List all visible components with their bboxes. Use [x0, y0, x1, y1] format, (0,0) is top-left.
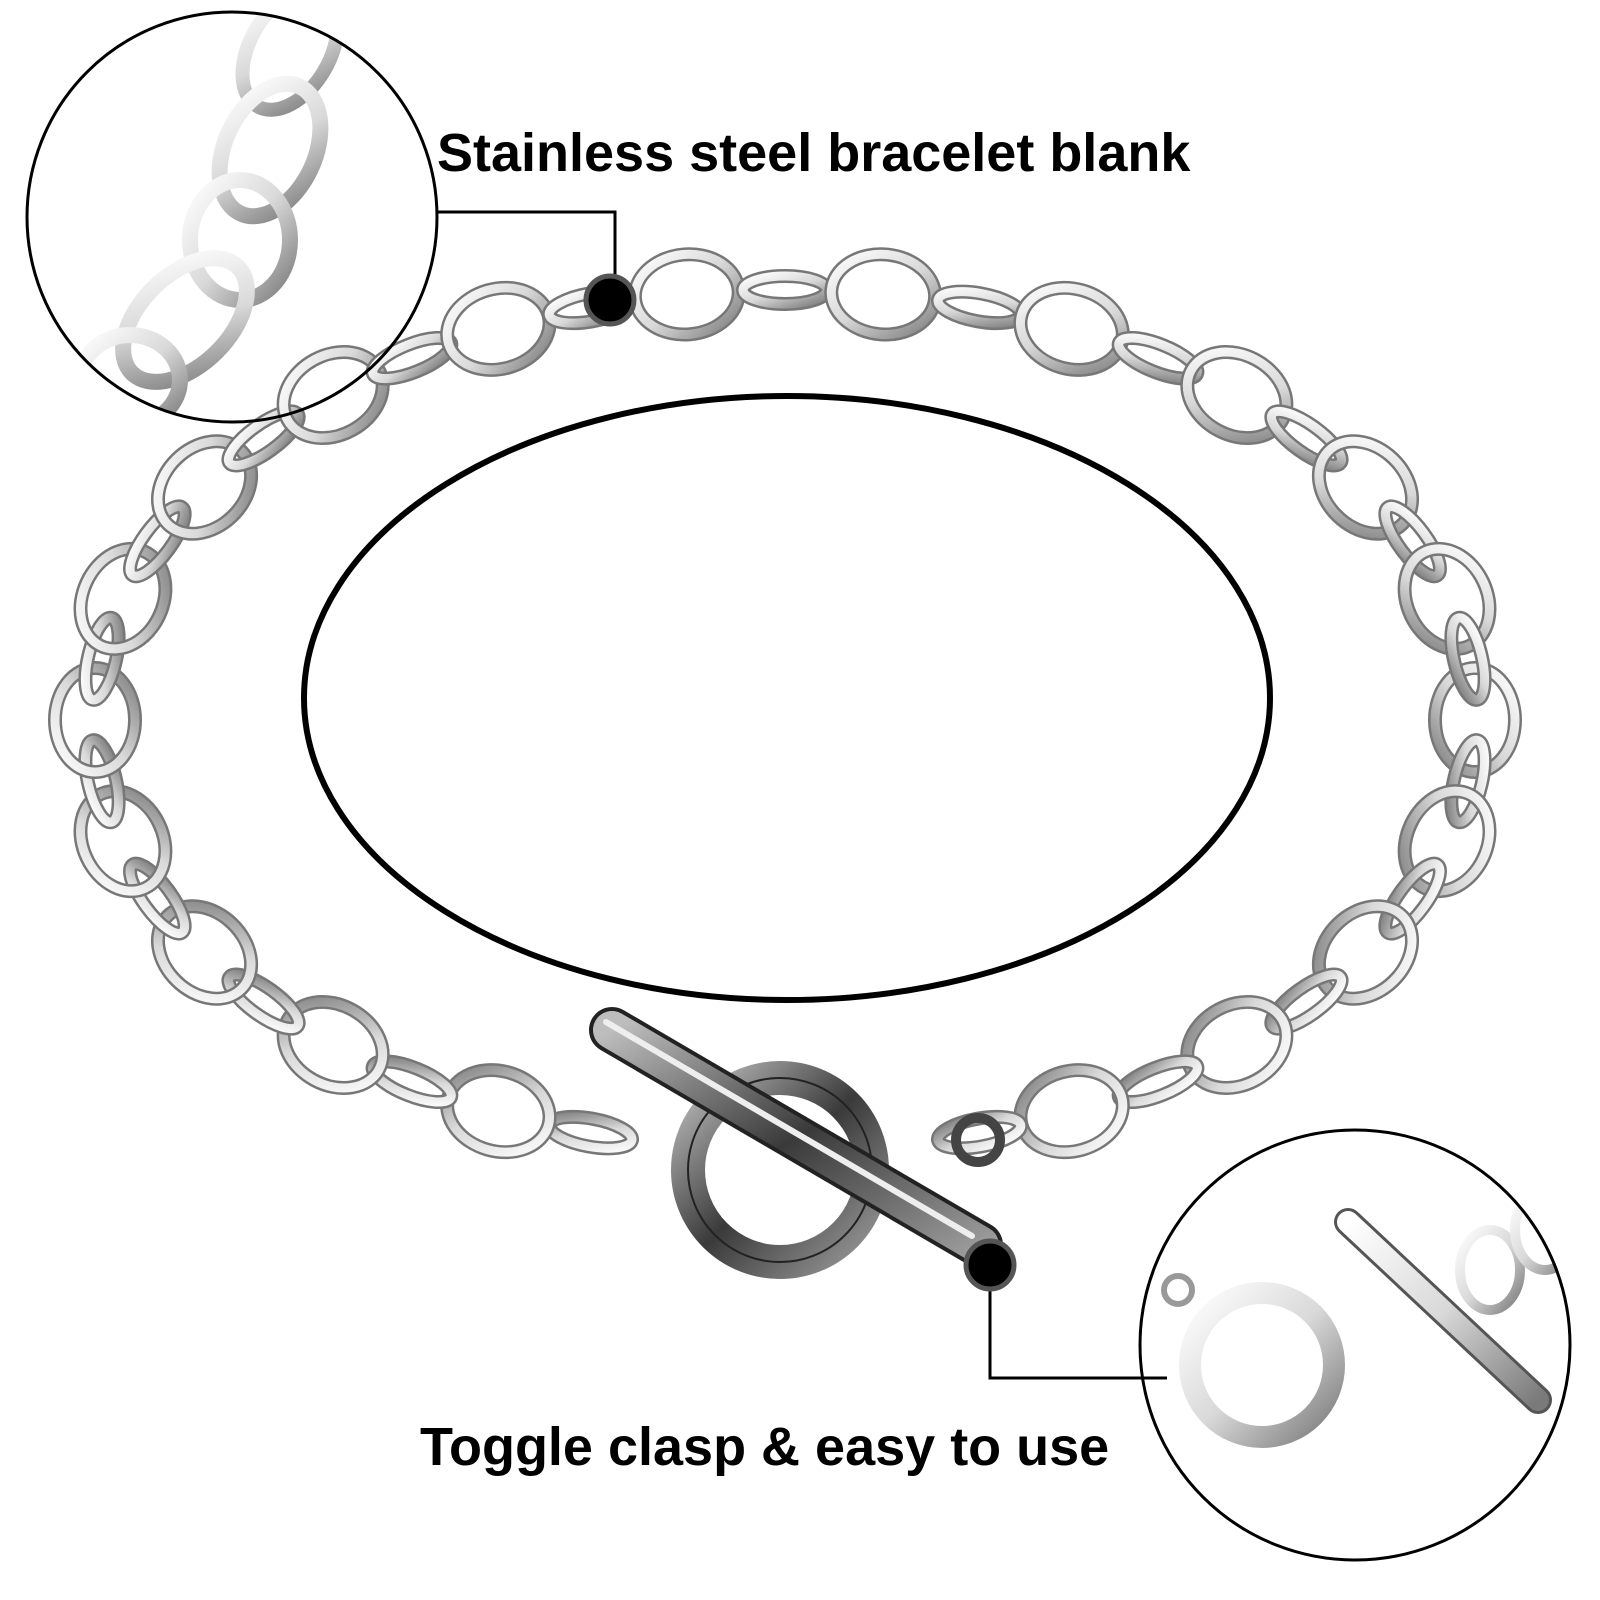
chain-link — [1430, 663, 1520, 777]
chain-link — [125, 501, 190, 581]
chain-link — [80, 613, 124, 705]
chain-link — [50, 663, 140, 777]
chain-link — [826, 249, 940, 339]
chain-link — [80, 735, 124, 827]
chain-link — [76, 786, 170, 896]
chain-link — [544, 1112, 637, 1153]
chain-link — [1182, 347, 1291, 443]
chain-link — [1266, 406, 1347, 470]
chain-link — [1015, 1065, 1128, 1157]
chain-link — [1314, 436, 1417, 539]
feature-label-clasp: Toggle clasp & easy to use — [420, 1417, 1110, 1477]
chain-link — [1446, 613, 1490, 705]
chain-link — [1446, 735, 1490, 827]
chain-link — [738, 271, 832, 309]
toggle-bar — [589, 1007, 1003, 1268]
chain-link — [1400, 544, 1494, 654]
chain-links — [48, 247, 1522, 1160]
chain-link — [1015, 283, 1128, 375]
chain-link — [442, 1065, 555, 1157]
chain-link — [933, 287, 1026, 328]
chain-link — [1266, 970, 1347, 1034]
chain-link — [279, 997, 388, 1093]
chain-link — [442, 283, 555, 375]
feature-label-material: Stainless steel bracelet blank — [437, 123, 1191, 183]
chain-link — [1380, 859, 1445, 939]
callout-dot-icon — [583, 273, 637, 327]
callout-top — [437, 210, 637, 327]
callout-dot-icon — [963, 1238, 1017, 1292]
chain-link — [153, 901, 256, 1004]
detail-circle-clasp — [1138, 1128, 1572, 1562]
center-oval — [301, 393, 1273, 1003]
chain-link — [1400, 786, 1494, 896]
chain-link — [76, 544, 170, 654]
chain-link — [223, 406, 304, 470]
chain-link — [223, 970, 304, 1034]
chain-link — [153, 436, 256, 539]
chain-link — [1314, 901, 1417, 1004]
chain-link — [125, 859, 190, 939]
chain-link — [630, 249, 744, 339]
chain-link — [1380, 501, 1445, 581]
callout-bottom — [963, 1238, 1167, 1380]
